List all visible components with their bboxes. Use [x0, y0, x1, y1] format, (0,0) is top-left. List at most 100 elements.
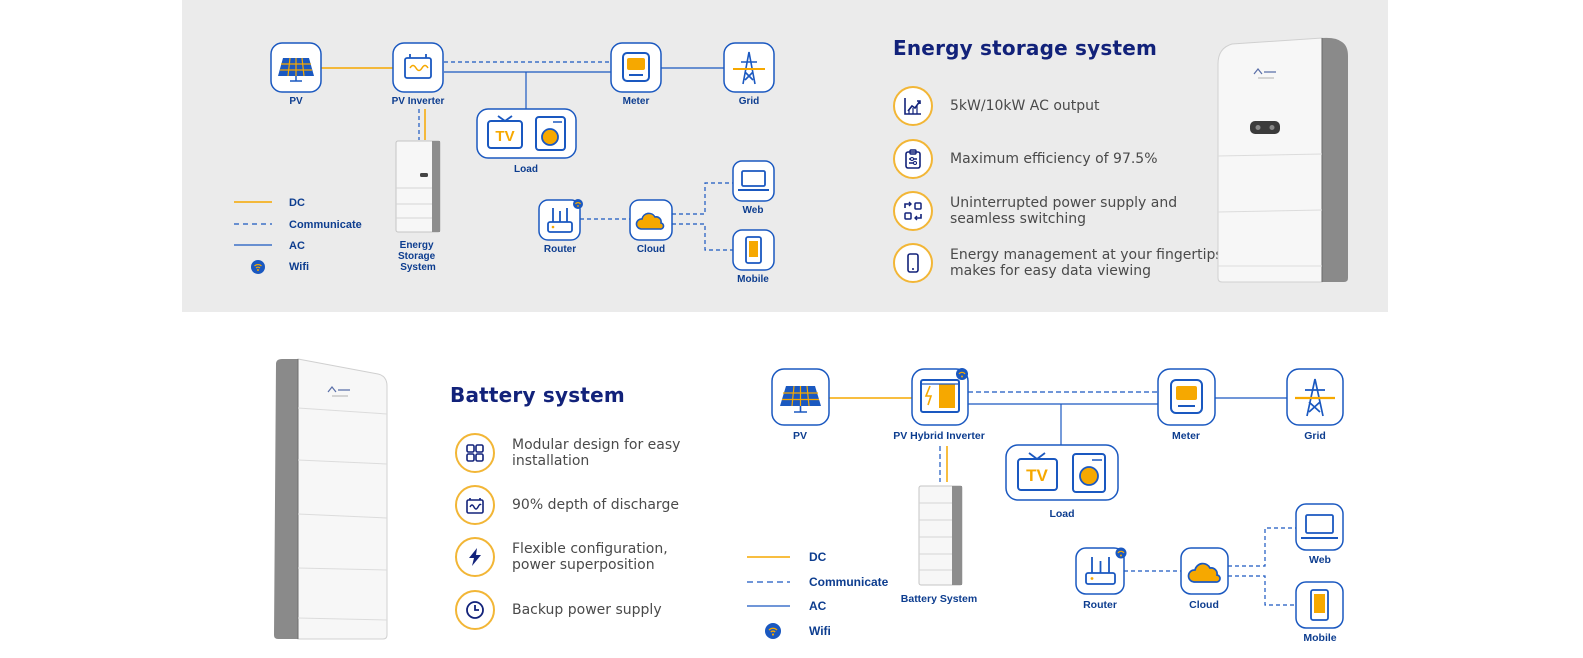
phone-icon: [745, 236, 762, 264]
meter-icon: [1170, 379, 1203, 414]
power-tower-icon: [1295, 378, 1335, 417]
inverter-icon: [404, 54, 432, 79]
energy-storage-label: Energy Storage System: [398, 240, 438, 273]
energy-storage-diagram: PV PV Inverter Meter Grid: [234, 42, 775, 285]
battery-wave-icon: [455, 485, 495, 525]
meter-label: Meter: [623, 96, 650, 107]
grid-label-2: Grid: [1304, 430, 1326, 442]
pv-label-2: PV: [793, 430, 807, 442]
laptop-icon: [738, 170, 769, 191]
feature-text: Energy management at your fingertips mak…: [950, 247, 1223, 279]
tv-icon: TV: [1017, 452, 1058, 491]
meter-node: Meter: [610, 42, 662, 107]
legend-wifi-2: Wifi: [809, 624, 831, 638]
pv-inverter-label: PV Inverter: [392, 96, 445, 107]
hybrid-inverter-label: PV Hybrid Inverter: [893, 430, 985, 442]
router-label-2: Router: [1083, 599, 1117, 611]
wifi-badge-icon: [956, 368, 968, 380]
grid-node-2: Grid: [1286, 368, 1344, 442]
feature-text: Maximum efficiency of 97.5%: [950, 151, 1158, 167]
energy-storage-label-line1: Energy: [400, 240, 434, 251]
clipboard-settings-icon: [893, 139, 933, 179]
feature-text: 90% depth of discharge: [512, 497, 679, 513]
wifi-legend-icon: [251, 260, 265, 274]
feature-text: Flexible configuration, power superposit…: [512, 541, 668, 573]
web-label: Web: [743, 205, 764, 216]
mobile-node-2: Mobile: [1295, 581, 1344, 644]
washing-machine-icon: [535, 116, 566, 151]
mobile-phone-icon: [893, 243, 933, 283]
router-node: Router: [538, 199, 583, 255]
feature-item: Flexible configuration, power superposit…: [455, 537, 668, 577]
laptop-icon: [1301, 514, 1338, 539]
load-label-2: Load: [1049, 508, 1074, 520]
wifi-badge-icon: [573, 199, 583, 209]
section2-title: Battery system: [450, 383, 625, 407]
battery-device: [918, 485, 963, 586]
wifi-badge-icon: [1115, 547, 1127, 559]
legend-1: DC Communicate AC Wifi: [234, 197, 362, 274]
pv-node-2: PV: [771, 368, 830, 442]
battery-system-label: Battery System: [901, 593, 977, 605]
section1-title: Energy storage system: [893, 36, 1158, 60]
legend-communicate-2: Communicate: [809, 575, 889, 589]
feature-item: 5kW/10kW AC output: [893, 86, 1100, 126]
router-node-2: Router: [1075, 547, 1127, 611]
wifi-legend-icon: [765, 623, 781, 639]
cloud-icon: [1187, 562, 1221, 583]
battery-product-image: [274, 358, 388, 640]
hybrid-inverter-node: PV Hybrid Inverter: [893, 368, 985, 442]
web-node-2: Web: [1295, 503, 1344, 566]
svg-text:TV: TV: [1026, 466, 1048, 485]
chart-growth-icon: [893, 86, 933, 126]
load-node: TV Load: [476, 108, 577, 175]
feature-text: Modular design for easy installation: [512, 437, 681, 469]
feature-text: 5kW/10kW AC output: [950, 98, 1100, 114]
router-icon: [1085, 557, 1116, 585]
legend-dc: DC: [289, 197, 305, 209]
legend-ac-2: AC: [809, 599, 827, 613]
legend-2: DC Communicate AC Wifi: [747, 550, 889, 639]
solar-panel-icon: [780, 385, 821, 413]
load-node-2: TV Load: [1005, 444, 1119, 520]
feature-item: Modular design for easy installation: [455, 433, 680, 473]
feature-item: Energy management at your fingertips mak…: [893, 243, 1223, 283]
feature-item: Backup power supply: [455, 590, 662, 630]
grid-node: Grid: [723, 42, 775, 107]
feature-item: Maximum efficiency of 97.5%: [893, 139, 1158, 179]
energy-storage-label-line3: System: [400, 262, 436, 273]
legend-ac: AC: [289, 240, 305, 252]
tv-icon: TV: [487, 115, 523, 149]
brand-logo: [327, 386, 350, 397]
energy-storage-panel: [182, 0, 1388, 312]
solar-panel-icon: [278, 57, 314, 82]
washing-machine-icon: [1072, 453, 1106, 493]
brand-logo: [1253, 68, 1276, 79]
feature-text: Backup power supply: [512, 602, 662, 618]
router-label: Router: [544, 244, 576, 255]
legend-dc-2: DC: [809, 550, 827, 564]
switch-arrows-icon: [893, 191, 933, 231]
meter-label-2: Meter: [1172, 430, 1200, 442]
cloud-label: Cloud: [637, 244, 665, 255]
feature-item: 90% depth of discharge: [455, 485, 679, 525]
feature-item: Uninterrupted power supply and seamless …: [893, 191, 1177, 231]
cloud-label-2: Cloud: [1189, 599, 1219, 611]
grid-label: Grid: [739, 96, 760, 107]
feature-text: Uninterrupted power supply and seamless …: [950, 195, 1178, 227]
mobile-node: Mobile: [732, 229, 775, 285]
cloud-node-2: Cloud: [1180, 547, 1229, 611]
energy-storage-product-image: [1217, 37, 1348, 283]
clock-icon: [455, 590, 495, 630]
web-label-2: Web: [1309, 554, 1331, 566]
energy-storage-label-line2: Storage: [398, 251, 436, 262]
grid-modules-icon: [455, 433, 495, 473]
energy-storage-device: [395, 140, 441, 233]
pv-node: PV: [270, 42, 322, 107]
pv-inverter-node: PV Inverter: [392, 42, 445, 107]
mobile-label-2: Mobile: [1303, 632, 1336, 644]
router-icon: [547, 208, 573, 233]
lightning-icon: [455, 537, 495, 577]
legend-wifi: Wifi: [289, 261, 309, 273]
meter-node-2: Meter: [1157, 368, 1216, 442]
